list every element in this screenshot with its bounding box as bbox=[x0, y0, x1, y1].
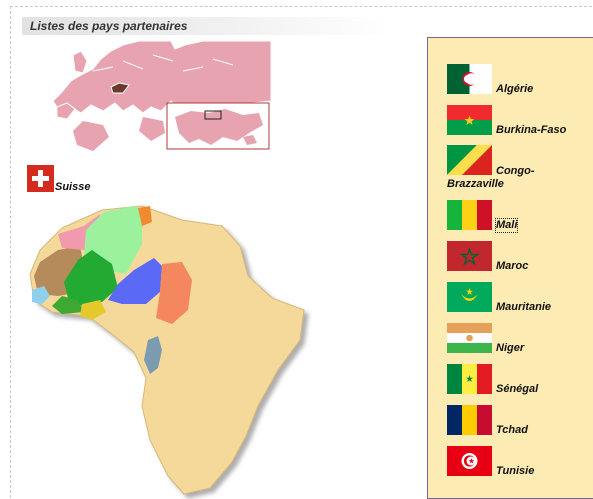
partner-label-mali[interactable]: Mali bbox=[494, 218, 519, 233]
partner-item-maroc[interactable]: Maroc bbox=[447, 241, 587, 275]
partner-item-niger[interactable]: Niger bbox=[447, 323, 587, 357]
senegal-flag-icon bbox=[447, 364, 492, 394]
mauritanie-flag-icon bbox=[447, 282, 492, 312]
partner-item-congo-brazzaville[interactable]: Congo-Brazzaville bbox=[447, 145, 587, 195]
partner-label-mauritanie[interactable]: Mauritanie bbox=[496, 301, 552, 313]
partner-item-algerie[interactable]: Algérie bbox=[447, 64, 587, 98]
section-header: Listes des pays partenaires bbox=[22, 17, 392, 35]
partner-label-senegal[interactable]: Sénégal bbox=[496, 383, 539, 395]
partner-item-mali[interactable]: Mali bbox=[447, 200, 587, 234]
partner-item-mauritanie[interactable]: Mauritanie bbox=[447, 282, 587, 316]
partner-item-tchad[interactable]: Tchad bbox=[447, 405, 587, 439]
tunisie-flag-icon bbox=[447, 446, 492, 476]
partner-label-burkina-faso[interactable]: Burkina-Faso bbox=[496, 124, 567, 136]
europe-locator-map bbox=[53, 41, 271, 151]
partner-label-niger[interactable]: Niger bbox=[496, 342, 525, 354]
maroc-flag-icon bbox=[447, 241, 492, 271]
algerie-flag-icon bbox=[447, 64, 492, 94]
partner-label-tchad[interactable]: Tchad bbox=[496, 424, 528, 436]
congo-flag-icon bbox=[447, 145, 492, 175]
partner-label-algerie[interactable]: Algérie bbox=[496, 83, 534, 95]
mali-flag-icon bbox=[447, 200, 492, 230]
content-frame bbox=[10, 6, 592, 498]
swiss-flag-icon bbox=[27, 165, 54, 192]
tchad-flag-icon bbox=[447, 405, 492, 435]
partner-item-burkina-faso[interactable]: Burkina-Faso bbox=[447, 105, 587, 139]
africa-partners-map bbox=[29, 205, 305, 495]
burkina-faso-flag-icon bbox=[447, 105, 492, 135]
section-title: Listes des pays partenaires bbox=[30, 19, 188, 33]
partner-label-congo-brazzaville[interactable]: Congo-Brazzaville bbox=[447, 165, 535, 190]
partner-label-maroc[interactable]: Maroc bbox=[496, 260, 529, 272]
partner-label-tunisie[interactable]: Tunisie bbox=[496, 465, 535, 477]
niger-flag-icon bbox=[447, 323, 492, 353]
partners-panel: Algérie Burkina-Faso Congo-Brazzaville M… bbox=[427, 37, 593, 499]
home-country-label: Suisse bbox=[55, 181, 91, 193]
partner-item-senegal[interactable]: Sénégal bbox=[447, 364, 587, 398]
partner-item-tunisie[interactable]: Tunisie bbox=[447, 446, 587, 480]
